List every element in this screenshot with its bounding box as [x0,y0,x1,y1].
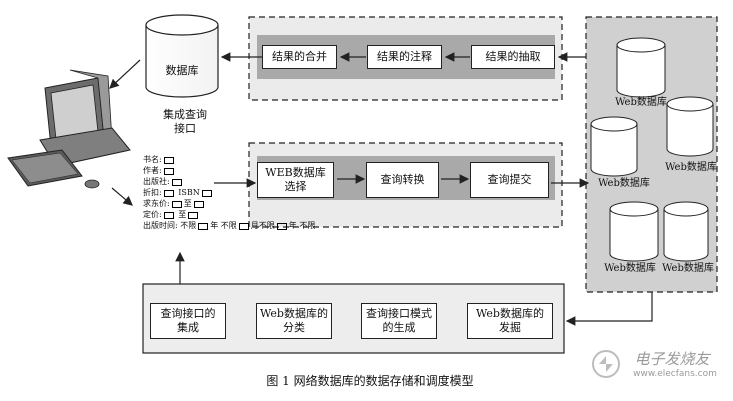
watermark-logo [592,350,620,378]
form-row-title: 书名: [143,154,315,165]
form-row-price: 定价: 至 [143,209,315,220]
watermark-text: 电子发烧友 [634,350,710,368]
web-db-label-3: Web数据库 [598,178,650,189]
web-db-cylinder-3 [590,116,638,177]
form-author-input [163,167,174,175]
form-row-publisher: 出版社: [143,176,315,187]
form-discount-label: 折扣: [143,188,162,197]
form-pubtime-month-label: 月不限 [250,221,275,230]
form-price-to [188,211,199,219]
form-isbn-input [201,189,212,197]
query-convert-box: 查询转换 [366,162,439,198]
form-publisher-label: 出版社: [143,177,170,186]
form-price-label: 定价: [143,210,162,219]
interface-integrate-box: 查询接口的 集成 [150,303,226,339]
arrow-database-to-computer [109,59,141,89]
web-db-select-box: WEB数据库 选择 [257,162,334,198]
form-price-req-to-label: 至 [183,199,192,208]
form-author-label: 作者: [143,166,162,175]
form-row-price-req: 求东价: 至 [143,198,315,209]
web-db-cylinder-2 [666,96,714,157]
form-price-req-from [171,200,182,208]
query-form: 书名: 作者: 出版社: 折扣: ISBN 求东价: 至 定价: 至 出版时间: … [143,154,315,231]
form-row-author: 作者: [143,165,315,176]
form-pubtime-year-from [198,222,209,230]
query-submit-box: 查询提交 [470,162,549,198]
web-db-discover-box: Web数据库的 发掘 [467,303,553,339]
form-price-req-to [193,200,204,208]
form-row-pubtime: 出版时间: 不限 年 不限 月不限 年 不限 [143,220,315,231]
form-title-input [163,156,174,164]
integrated-interface-label: 集成查询 接口 [163,108,207,135]
web-db-label-2: Web数据库 [665,162,717,173]
figure-caption: 图 1 网络数据库的数据存储和调度模型 [266,374,474,388]
interface-schema-box: 查询接口模式 的生成 [361,303,437,339]
form-row-discount: 折扣: ISBN [143,187,315,198]
web-db-label-4: Web数据库 [604,263,656,274]
arrow-computer-to-form [111,187,133,206]
database-label: 数据库 [165,64,199,77]
web-db-cylinder-1 [616,37,666,98]
web-db-label-1: Web数据库 [615,97,667,108]
form-pubtime-month-from [238,222,249,230]
result-extract-box: 结果的抽取 [471,45,555,69]
web-db-classify-box: Web数据库的 分类 [256,303,332,339]
database-cylinder [145,14,219,98]
form-pubtime-year2-label: 年 不限 [288,221,316,230]
form-price-from [163,211,174,219]
computer-icon [7,69,131,189]
web-db-label-5: Web数据库 [662,263,714,274]
form-pubtime-year-label: 年 不限 [210,221,237,230]
form-isbn-label: ISBN [178,188,200,197]
form-discount-input [163,189,174,197]
form-title-label: 书名: [143,155,162,164]
web-db-cylinder-5 [663,201,709,262]
web-db-cylinder-4 [609,201,659,262]
arrow-webdb-to-bottom [565,292,653,326]
result-merge-box: 结果的合并 [262,45,337,69]
form-pubtime-label: 出版时间: 不限 [143,221,197,230]
form-pubtime-year-to [276,222,287,230]
result-annotate-box: 结果的注释 [367,45,442,69]
form-price-req-label: 求东价: [143,199,170,208]
form-publisher-input [171,178,182,186]
watermark-url: www.elecfans.com [633,369,717,379]
form-price-to-label: 至 [178,210,187,219]
